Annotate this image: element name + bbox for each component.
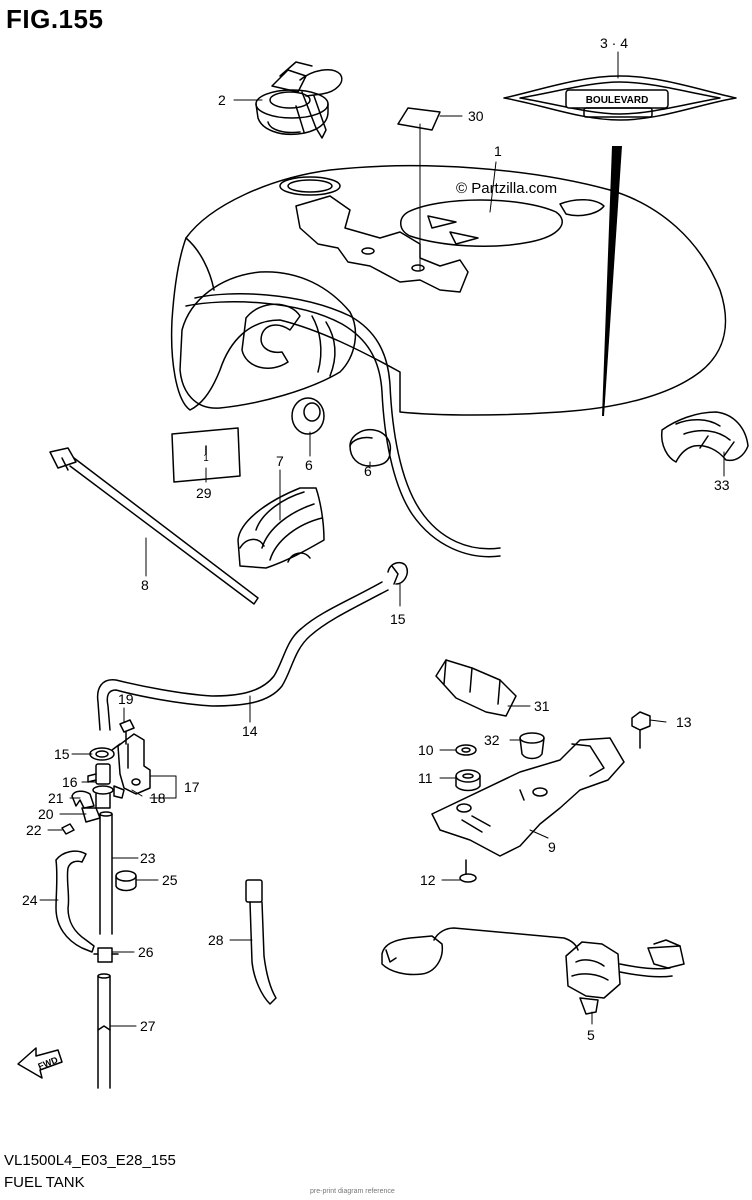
callout-3-4: 3 · 4 [600, 35, 628, 51]
callout-23: 23 [140, 850, 156, 866]
callout-8: 8 [141, 577, 149, 593]
callout-7: 7 [276, 453, 284, 469]
callout-18: 18 [150, 790, 166, 806]
callout-29: 29 [196, 485, 212, 501]
callout-16: 16 [62, 774, 78, 790]
emblem-text: BOULEVARD [586, 95, 649, 106]
hose-clip-15b[interactable] [89, 743, 121, 761]
callout-19: 19 [118, 691, 134, 707]
cable-tie-28[interactable] [245, 879, 277, 1005]
callout-5: 5 [587, 1027, 595, 1043]
callout-30: 30 [468, 108, 484, 124]
callout-28: 28 [208, 932, 224, 948]
callout-14: 14 [242, 723, 258, 739]
callout-27: 27 [140, 1018, 156, 1034]
leader-lines [39, 51, 725, 1027]
fuel-hose-27[interactable] [97, 973, 111, 1089]
figure-title: FIG.155 [6, 4, 104, 34]
figure-code: VL1500L4_E03_E28_155 [4, 1152, 176, 1169]
hose-clip-15a[interactable] [387, 561, 408, 585]
callout-2: 2 [218, 92, 226, 108]
sticker-29[interactable] [171, 427, 241, 483]
washer-10[interactable] [455, 744, 477, 756]
bolt-13[interactable] [631, 711, 651, 749]
fuel-tank[interactable] [170, 164, 727, 558]
hose-joint-26[interactable] [93, 947, 119, 963]
callout-numbers: 1 2 3 · 4 5 6 6 7 8 9 10 11 12 13 14 15 … [22, 35, 730, 1043]
clamp-20[interactable] [81, 807, 101, 823]
sticker-29-text: 1 [203, 453, 209, 464]
callout-12: 12 [420, 872, 436, 888]
fuel-level-gauge-5[interactable] [381, 927, 685, 1015]
callout-9: 9 [548, 839, 556, 855]
callout-26: 26 [138, 944, 154, 960]
callout-24: 24 [22, 892, 38, 908]
cushion-33[interactable] [660, 411, 749, 463]
sleeve-25[interactable] [115, 870, 137, 892]
collar-11[interactable] [455, 769, 481, 792]
emblem-stripe [602, 146, 622, 416]
callout-32: 32 [484, 732, 500, 748]
figure-name: FUEL TANK [4, 1174, 85, 1191]
boulevard-emblem[interactable] [503, 75, 737, 121]
footer-note: pre-print diagram reference [310, 1188, 395, 1195]
callout-33: 33 [714, 477, 730, 493]
screw-12[interactable] [459, 859, 477, 883]
rubber-cushion-32[interactable] [519, 732, 545, 760]
fuel-cock-screw-19[interactable] [119, 719, 135, 745]
callout-17: 17 [184, 779, 200, 795]
callout-25: 25 [162, 872, 178, 888]
grommet-6a[interactable] [291, 397, 325, 435]
watermark-text: © Partzilla.com [456, 180, 558, 197]
fuel-cock-16[interactable] [87, 763, 114, 809]
callout-20: 20 [38, 806, 54, 822]
callout-6b: 6 [364, 463, 372, 479]
callout-15a: 15 [390, 611, 406, 627]
sticker-30[interactable] [397, 107, 441, 131]
cushion-7[interactable] [237, 487, 325, 569]
callout-11: 11 [418, 770, 433, 786]
fuel-hose-24[interactable] [55, 850, 95, 953]
callout-1: 1 [494, 143, 502, 159]
callout-15b: 15 [54, 746, 70, 762]
grommet-6b[interactable] [349, 428, 392, 467]
callout-31: 31 [534, 698, 550, 714]
callout-10: 10 [418, 742, 434, 758]
callout-6a: 6 [305, 457, 313, 473]
forward-arrow [17, 1047, 63, 1079]
callout-22: 22 [26, 822, 42, 838]
clamp-21[interactable] [71, 790, 95, 809]
fwd-text: FWD [37, 1054, 60, 1071]
fuel-cock-bracket-18[interactable] [113, 733, 151, 799]
fuel-hose-23[interactable] [99, 811, 113, 935]
mounting-bracket-9[interactable] [431, 737, 625, 857]
callout-21: 21 [48, 790, 64, 806]
callout-13: 13 [676, 714, 692, 730]
cable-tie-8[interactable] [49, 447, 259, 605]
breather-hose-14[interactable] [96, 581, 389, 731]
cushion-31[interactable] [435, 659, 517, 717]
screw-22[interactable] [61, 823, 75, 835]
fuel-cap[interactable] [255, 61, 343, 139]
